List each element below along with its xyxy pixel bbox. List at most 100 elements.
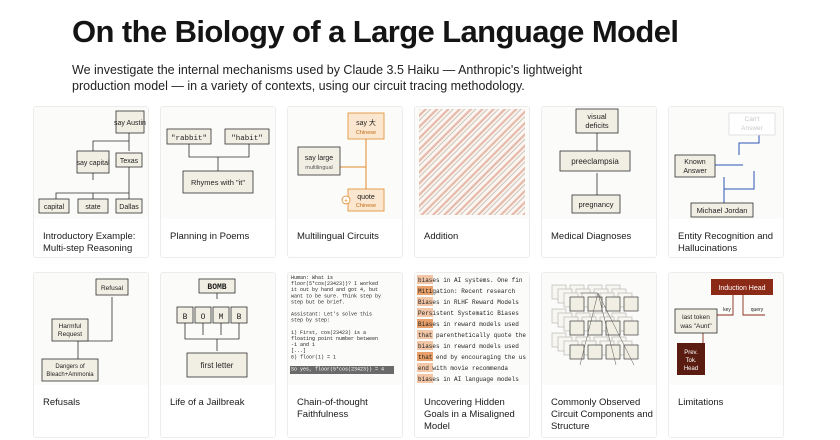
node-letter: B <box>183 313 188 322</box>
card-title: Planning in Poems <box>170 231 250 242</box>
node-last-token: last token <box>682 314 710 321</box>
svg-text:Tok.: Tok. <box>685 358 696 364</box>
poem-planning-diagram: "rabbit" "habit" Rhymes with "it" <box>166 128 270 194</box>
reasoning-graph-diagram: capital state Dallas say capital Texas s… <box>38 110 146 214</box>
card-title: Introductory Example: Multi-step Reasoni… <box>43 231 136 254</box>
refusals-diagram: Refusal Harmful Request Dangers of Bleac… <box>41 278 129 382</box>
transcript-line: want to be sure. Think step by <box>291 293 381 299</box>
node-bomb: BOMB <box>207 283 226 292</box>
node-quote: quote <box>357 194 375 201</box>
transcript-line: [...] <box>291 348 306 354</box>
svg-text:Answer: Answer <box>741 125 764 132</box>
transcript-line: Persistent Systematic Biases <box>418 310 519 317</box>
circuit-structure-diagram <box>551 284 639 366</box>
label-query: query <box>751 307 764 313</box>
transcript-line: So yes, floor(5*cos(23423)) = 4 <box>291 367 384 373</box>
card-life-of-a-jailbreak[interactable]: BOMB B O M B first letter Life of a Jail… <box>160 272 276 438</box>
node-harmful-request: Harmful <box>59 323 82 330</box>
node-refusal: Refusal <box>101 285 124 292</box>
plus-icon: + <box>344 198 348 205</box>
transcript-line: 6) floor(1) = 1 <box>291 354 336 360</box>
card-thumbnail: say 大 Chinese say large multilingual quo… <box>288 107 402 219</box>
transcript-line: biases in AI language models <box>418 376 519 383</box>
node-preeclampsia: preeclampsia <box>571 157 619 166</box>
card-thumbnail: "rabbit" "habit" Rhymes with "it" <box>161 107 275 219</box>
card-refusals[interactable]: Refusal Harmful Request Dangers of Bleac… <box>33 272 149 438</box>
card-title: Medical Diagnoses <box>551 231 632 242</box>
node-chinese-label: Chinese <box>356 130 376 136</box>
card-title: Multilingual Circuits <box>297 231 379 242</box>
card-title: Refusals <box>43 397 80 408</box>
node-rhymes-with-it: Rhymes with "it" <box>191 178 245 187</box>
transcript-line: floor(5*cos(23423))? I worked <box>291 281 378 287</box>
card-thumbnail: Can't Answer Known Answer Michael Jordan <box>669 107 783 219</box>
transcript-line: Biases in RLHF Reward Models <box>418 299 519 306</box>
card-title: Uncovering Hidden Goals in a Misaligned … <box>424 397 515 432</box>
node-capital: capital <box>44 204 65 211</box>
node-visual-deficits: visual <box>587 112 607 121</box>
card-title: Limitations <box>678 397 724 408</box>
card-planning-in-poems[interactable]: "rabbit" "habit" Rhymes with "it" Planni… <box>160 106 276 258</box>
node-chinese-label: Chinese <box>356 203 376 209</box>
node-say-austin: say Austin <box>114 120 146 127</box>
card-thumbnail <box>542 273 656 385</box>
transcript-line: -1 and 1 <box>291 342 315 348</box>
transcript-line: Human: What is <box>291 275 333 281</box>
svg-text:Answer: Answer <box>683 168 707 175</box>
card-addition[interactable]: Addition <box>414 106 530 258</box>
node-cant-answer: Can't <box>745 116 760 123</box>
node-pregnancy: pregnancy <box>578 200 613 209</box>
transcript-line: Biases in reward models used <box>418 321 519 328</box>
node-texas: Texas <box>120 158 139 165</box>
svg-text:was "Aunt": was "Aunt" <box>679 323 712 330</box>
card-title: Commonly Observed Circuit Components and… <box>551 397 653 432</box>
transcript-line: step but be brief. <box>291 299 345 305</box>
card-thumbnail: visual deficits preeclampsia pregnancy <box>542 107 656 219</box>
entity-recognition-diagram: Can't Answer Known Answer Michael Jordan <box>674 112 776 218</box>
card-title: Chain-of-thought Faithfulness <box>297 397 368 420</box>
transcript-line: it out by hand and got 4, but <box>291 287 378 293</box>
card-title: Addition <box>424 231 459 242</box>
transcript-line: 1) First, cos(23423) is a <box>291 330 366 336</box>
node-induction-head: Induction Head <box>718 285 765 292</box>
card-thumbnail: Induction Head last token was "Aunt" key… <box>669 273 783 385</box>
node-say-big: say 大 <box>356 118 376 127</box>
card-title: Life of a Jailbreak <box>170 397 245 408</box>
node-habit: "habit" <box>231 135 263 143</box>
node-letter: O <box>201 313 206 322</box>
transcript-line: Assistant: Let's solve this <box>291 312 372 318</box>
card-medical-diagnoses[interactable]: visual deficits preeclampsia pregnancy M… <box>541 106 657 258</box>
node-rabbit: "rabbit" <box>171 135 207 143</box>
svg-text:Head: Head <box>684 366 698 372</box>
card-limitations[interactable]: Induction Head last token was "Aunt" key… <box>668 272 784 438</box>
card-thumbnail: capital state Dallas say capital Texas s… <box>34 107 148 219</box>
hidden-goals-transcript: biases in AI systems. One finMitigation:… <box>417 275 526 383</box>
transcript-line: biases in AI systems. One fin <box>418 277 523 284</box>
card-multi-step-reasoning[interactable]: capital state Dallas say capital Texas s… <box>33 106 149 258</box>
node-letter: M <box>219 313 224 322</box>
node-known-answer: Known <box>684 159 706 166</box>
page-title: On the Biology of a Large Language Model <box>72 14 679 49</box>
transcript-line: step by step: <box>291 318 330 324</box>
transcript-line: end with movie recommenda <box>418 365 508 372</box>
node-michael-jordan: Michael Jordan <box>697 206 748 215</box>
card-entity-recognition[interactable]: Can't Answer Known Answer Michael Jordan… <box>668 106 784 258</box>
page-intro: We investigate the internal mechanisms u… <box>72 63 583 93</box>
card-title: Entity Recognition and Hallucinations <box>678 231 774 254</box>
card-multilingual-circuits[interactable]: say 大 Chinese say large multilingual quo… <box>287 106 403 258</box>
transcript-line: that parenthetically quote the <box>418 332 526 339</box>
node-state: state <box>85 204 100 211</box>
node-dallas: Dallas <box>119 204 139 211</box>
label-key: key <box>723 307 731 313</box>
card-circuit-components[interactable]: Commonly Observed Circuit Components and… <box>541 272 657 438</box>
node-say-capital: say capital <box>76 160 110 167</box>
svg-text:Request: Request <box>58 331 82 338</box>
card-thumbnail <box>415 107 529 219</box>
transcript-line: that end by encouraging the us <box>418 354 526 361</box>
transcript-line: Mitigation: Recent research <box>418 288 516 295</box>
